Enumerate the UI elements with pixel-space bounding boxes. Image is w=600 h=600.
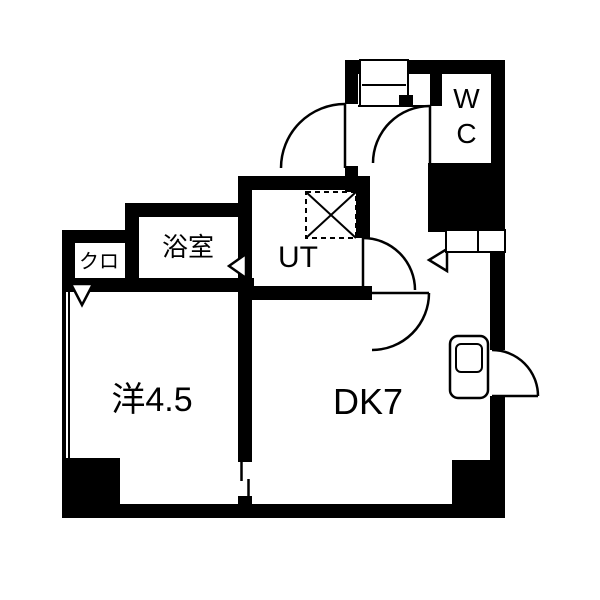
wall-right-mid: [490, 252, 505, 350]
dk-door-swing-arc: [371, 292, 431, 352]
wall-room-divider-upper: [238, 278, 252, 462]
wall-closet-top: [62, 230, 132, 243]
pillar-bottom-right: [452, 460, 505, 518]
wall-block-below-wc: [428, 163, 505, 232]
wall-bath-top: [125, 203, 245, 217]
wall-top-entrance: [345, 60, 505, 74]
kitchen-sink-icon: [448, 334, 490, 400]
room-label-utility: UT: [278, 241, 318, 274]
wall-western-room-top: [62, 278, 254, 292]
room-label-bathroom: 浴室: [161, 232, 215, 262]
right-door-swing-arc: [491, 348, 540, 397]
hall-folding-door-icon: [426, 246, 449, 274]
ut-door-swing-arc: [362, 236, 417, 291]
wall-ut-bottom: [238, 286, 372, 300]
wall-room-divider-lower: [238, 496, 252, 518]
room-label-western-room: 洋4.5: [111, 381, 193, 419]
wall-closet-left: [62, 230, 75, 292]
wc-door-swing-arc: [371, 104, 431, 164]
wall-bottom: [62, 504, 505, 518]
window-line-left-outer: [62, 292, 66, 460]
wall-hall-left-upper: [345, 74, 358, 104]
room-label-toilet: WC: [451, 83, 482, 153]
wall-ut-top: [238, 176, 370, 190]
room-label-dining-kitchen: DK7: [332, 381, 404, 422]
window-slot-icon: [445, 229, 506, 253]
washing-machine-pan-icon: [305, 191, 357, 239]
entrance-door-hinge-block: [399, 95, 413, 107]
wall-right-wc: [491, 60, 505, 164]
washing-machine-pan-cross: [305, 191, 357, 239]
wall-wc-partition: [430, 60, 442, 106]
wall-bath-left: [125, 203, 139, 292]
room-label-closet: クロ: [79, 251, 119, 273]
window-line-left-inner: [68, 292, 70, 460]
kitchen-sink-basin: [455, 343, 483, 373]
entrance-door-swing-arc: [279, 102, 346, 169]
wall-ut-right: [356, 176, 370, 238]
